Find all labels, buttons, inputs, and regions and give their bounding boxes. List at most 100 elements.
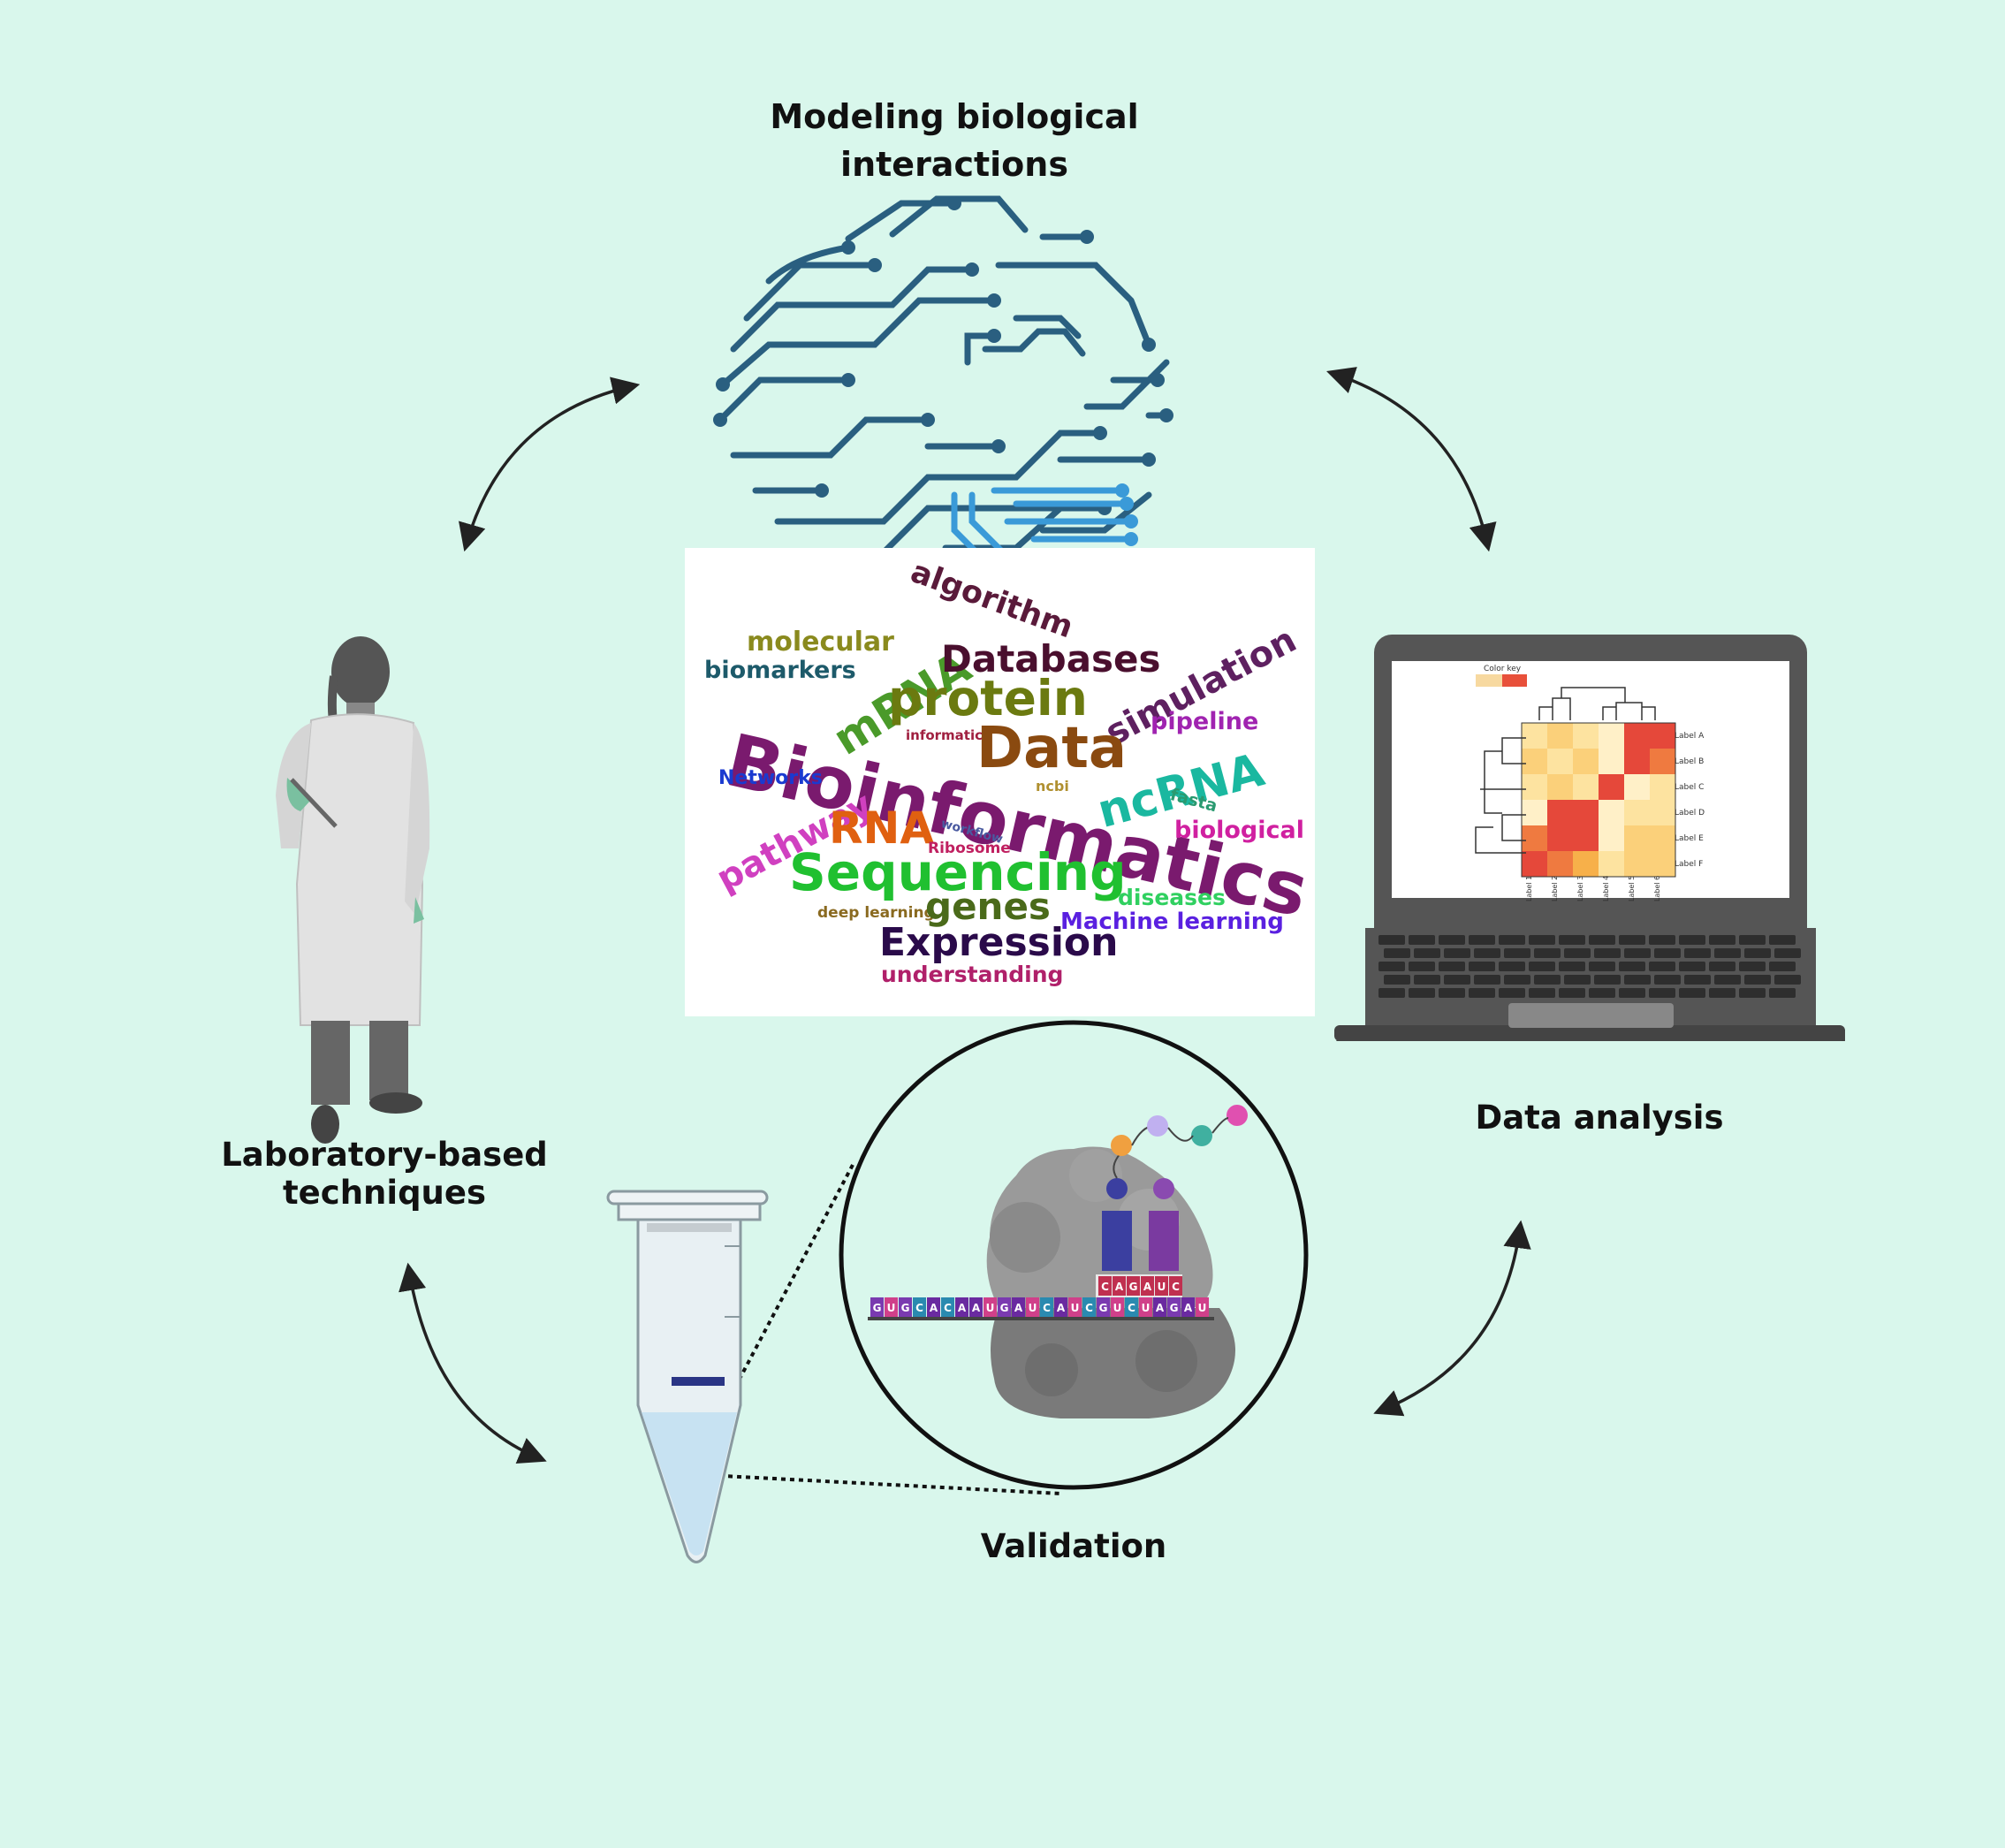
heatmap-cell [1547, 851, 1573, 877]
mrna-base-letter: U [1142, 1302, 1151, 1314]
mrna-base-letter: G [901, 1302, 910, 1314]
keyboard-key [1709, 988, 1735, 998]
keyboard-key [1469, 988, 1495, 998]
laptop-keyboard [1378, 935, 1801, 998]
heatmap-cell [1599, 851, 1624, 877]
keyboard-key [1774, 948, 1801, 958]
heatmap-cell [1599, 774, 1624, 800]
anticodon-base-letter: G [1129, 1281, 1138, 1293]
modeling-label: Modeling biological interactions [770, 97, 1139, 184]
heatmap-cell [1573, 774, 1599, 800]
keyboard-key [1564, 948, 1591, 958]
mrna-base [955, 1297, 968, 1317]
mrna-base-letter: G [1170, 1302, 1179, 1314]
keyboard-key [1474, 975, 1500, 985]
word-molecular: molecular [747, 627, 894, 658]
keyboard-key [1499, 988, 1525, 998]
keyboard-key [1499, 962, 1525, 971]
keyboard-key [1559, 935, 1585, 945]
mrna-base [1026, 1297, 1039, 1317]
heatmap-row-labels: Label A Label B Label C Label D Label E … [1675, 732, 1705, 869]
heatmap-cell [1573, 800, 1599, 825]
word-pipeline: pipeline [1151, 708, 1259, 735]
keyboard-key [1624, 948, 1651, 958]
keyboard-key [1714, 975, 1741, 985]
keyboard-key [1559, 988, 1585, 998]
keyboard-key [1444, 975, 1470, 985]
anticodon-base [1155, 1276, 1168, 1296]
keyboard-key [1378, 988, 1405, 998]
word-diseases: diseases [1118, 885, 1226, 910]
mrna-base [1167, 1297, 1181, 1317]
keyboard-key [1769, 962, 1796, 971]
mrna-base [1082, 1297, 1096, 1317]
keyboard-key [1594, 975, 1621, 985]
svg-text:Label 1: Label 1 [1525, 876, 1533, 901]
keyboard-key [1384, 948, 1410, 958]
mrna-base-letter: U [1198, 1302, 1207, 1314]
keyboard-key [1654, 975, 1681, 985]
heatmap-cell [1650, 800, 1675, 825]
mrna-base-letter: A [958, 1302, 967, 1314]
arrow-model-to-data [1326, 367, 1497, 552]
keyboard-key [1378, 962, 1405, 971]
anticodon-base [1169, 1276, 1182, 1296]
heatmap-cell [1650, 749, 1675, 774]
heatmap-cell [1522, 800, 1547, 825]
heatmap-cell [1624, 774, 1650, 800]
keyboard-key [1679, 988, 1705, 998]
keyboard-key [1769, 935, 1796, 945]
keyboard-key [1714, 948, 1741, 958]
mrna-base-letter: A [930, 1302, 938, 1314]
microcentrifuge-tube-icon [606, 1190, 769, 1563]
mrna-base [1139, 1297, 1152, 1317]
keyboard-key [1414, 948, 1440, 958]
heatmap-cell [1650, 851, 1675, 877]
anticodon-base-letter: C [1172, 1281, 1180, 1293]
word-rna: RNA [829, 802, 935, 854]
data-analysis-label: Data analysis [1475, 1099, 1724, 1137]
color-key-label: Color key [1484, 665, 1522, 673]
mrna-base [1153, 1297, 1166, 1317]
heatmap-cell [1599, 800, 1624, 825]
mrna-backbone [868, 1317, 1214, 1320]
svg-text:Label 6: Label 6 [1653, 876, 1661, 901]
keyboard-key [1439, 962, 1465, 971]
keyboard-key [1589, 988, 1615, 998]
word-data: Data [976, 716, 1128, 781]
svg-text:Label E: Label E [1675, 834, 1704, 843]
keyboard-key [1649, 935, 1675, 945]
mrna-base-letter: A [1156, 1302, 1165, 1314]
mrna-base [927, 1297, 940, 1317]
keyboard-key [1469, 962, 1495, 971]
arrow-data-to-validation [1373, 1220, 1531, 1417]
keyboard-key [1589, 962, 1615, 971]
mrna-base-letter: G [873, 1302, 882, 1314]
keyboard-key [1474, 948, 1500, 958]
heatmap-cell [1573, 749, 1599, 774]
keyboard-key [1469, 935, 1495, 945]
keyboard-key [1744, 948, 1771, 958]
mrna-base-letter: G [1099, 1302, 1108, 1314]
dendrogram [1475, 687, 1656, 854]
word-expression: Expression [879, 920, 1119, 965]
mrna-base-letter: A [1014, 1302, 1023, 1314]
mrna-base [984, 1297, 997, 1317]
heatmap-border [1521, 722, 1676, 878]
word-biological: biological [1174, 817, 1304, 844]
heatmap-col-labels: Label 1 Label 2 Label 3 Label 4 Label 5 … [1525, 876, 1661, 901]
mrna-base [885, 1297, 898, 1317]
arrow-lab-to-model [459, 376, 641, 552]
keyboard-key [1504, 975, 1530, 985]
keyboard-key [1769, 988, 1796, 998]
svg-text:Label C: Label C [1675, 783, 1704, 792]
mrna-base-letter: U [1029, 1302, 1037, 1314]
svg-text:Label 4: Label 4 [1602, 876, 1610, 901]
mrna-base [1125, 1297, 1138, 1317]
word-ribosome: Ribosome [928, 840, 1011, 857]
heatmap [1521, 722, 1676, 878]
word-sequencing: Sequencing [789, 842, 1127, 902]
mrna-base-letter: U [986, 1302, 995, 1314]
